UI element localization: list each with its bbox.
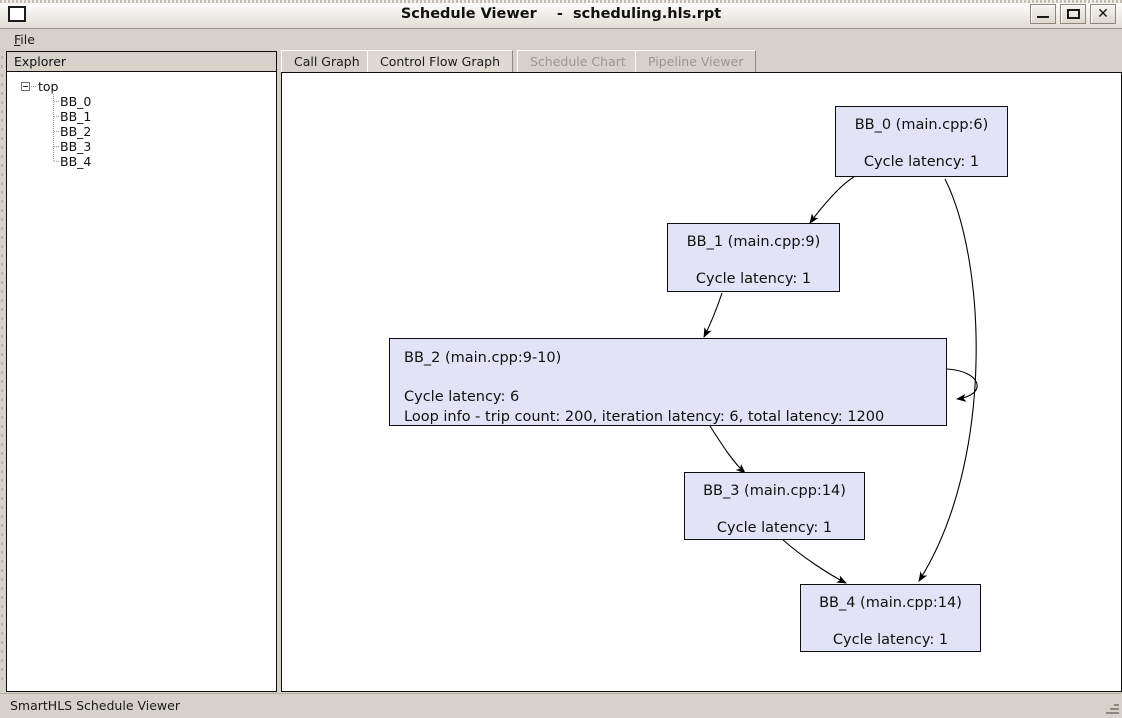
control-flow-graph-canvas[interactable]: BB_0 (main.cpp:6) Cycle latency: 1 BB_1 …	[281, 72, 1122, 692]
graph-node-title: BB_2 (main.cpp:9-10)	[404, 350, 562, 366]
menu-item-file[interactable]: File	[14, 32, 35, 47]
graph-node-title: BB_4 (main.cpp:14)	[819, 595, 962, 611]
status-bar-text: SmartHLS Schedule Viewer	[10, 698, 180, 713]
graph-node-latency: Cycle latency: 1	[863, 153, 980, 170]
graph-node-bb-2[interactable]: BB_2 (main.cpp:9-10) Cycle latency: 6 Lo…	[389, 338, 947, 426]
edge-bb0-bb1	[809, 176, 855, 224]
tree-expander-icon[interactable]	[21, 82, 30, 91]
graph-node-latency: Cycle latency: 1	[695, 270, 812, 287]
graph-viewport: BB_0 (main.cpp:6) Cycle latency: 1 BB_1 …	[282, 73, 1121, 691]
close-icon: ✕	[1097, 6, 1109, 22]
tree-item-bb-2[interactable]: BB_2	[7, 124, 276, 139]
window-controls: ✕	[1030, 4, 1116, 24]
titlebar-texture	[0, 0, 1122, 3]
graph-node-bb-1[interactable]: BB_1 (main.cpp:9) Cycle latency: 1	[667, 223, 840, 292]
tab-schedule-chart[interactable]: Schedule Chart	[517, 50, 639, 72]
tree-item-bb-1[interactable]: BB_1	[7, 109, 276, 124]
tree-children: BB_0 BB_1 BB_2 BB_3 BB_4	[7, 94, 276, 169]
window-titlebar: Schedule Viewer - scheduling.hls.rpt ✕	[0, 0, 1122, 29]
tree-item-label: BB_2	[60, 124, 92, 139]
close-button[interactable]: ✕	[1090, 4, 1116, 24]
tree-item-label: BB_0	[60, 94, 92, 109]
edge-bb0-bb4	[918, 178, 977, 582]
tree-item-bb-4[interactable]: BB_4	[7, 154, 276, 169]
tree-item-label: BB_4	[60, 154, 92, 169]
edge-bb2-bb3	[709, 425, 746, 474]
tree-connector	[54, 101, 59, 102]
minimize-button[interactable]	[1030, 4, 1056, 24]
graph-node-latency: Cycle latency: 1	[832, 631, 949, 648]
graph-node-bb-0[interactable]: BB_0 (main.cpp:6) Cycle latency: 1	[835, 106, 1008, 177]
graph-node-bb-4[interactable]: BB_4 (main.cpp:14) Cycle latency: 1	[800, 584, 981, 652]
maximize-button[interactable]	[1060, 4, 1086, 24]
tree-connector	[54, 116, 59, 117]
tab-strip: Call Graph Control Flow Graph Schedule C…	[281, 50, 1122, 72]
graph-edges	[703, 176, 978, 584]
tree-item-bb-3[interactable]: BB_3	[7, 139, 276, 154]
tree-item-top[interactable]: top	[7, 79, 276, 94]
tree-item-label: top	[38, 79, 59, 94]
minimize-icon	[1037, 16, 1049, 18]
tree-connector	[54, 146, 59, 147]
explorer-tree: top BB_0 BB_1 BB_2 BB_3	[7, 73, 276, 169]
menubar: File	[0, 29, 1122, 48]
window-title: Schedule Viewer - scheduling.hls.rpt	[400, 6, 722, 22]
explorer-header: Explorer	[7, 52, 276, 72]
tree-item-label: BB_3	[60, 139, 92, 154]
tree-item-label: BB_1	[60, 109, 92, 124]
application-icon	[8, 6, 26, 22]
explorer-panel: Explorer top BB_0 BB_1 BB_2	[6, 51, 277, 692]
tree-connector	[31, 86, 37, 87]
status-bar: SmartHLS Schedule Viewer	[0, 693, 1122, 718]
window-left-edge	[0, 48, 6, 692]
graph-node-loop-info: Loop info - trip count: 200, iteration l…	[404, 409, 885, 425]
graph-node-bb-3[interactable]: BB_3 (main.cpp:14) Cycle latency: 1	[684, 472, 865, 540]
edge-bb3-bb4	[781, 538, 847, 584]
edge-bb1-bb2	[703, 292, 723, 338]
edge-bb2-bb2-selfloop	[946, 368, 978, 402]
graph-node-latency: Cycle latency: 6	[404, 388, 520, 405]
tab-pipeline-viewer[interactable]: Pipeline Viewer	[635, 50, 757, 72]
tree-connector	[54, 161, 59, 162]
graph-node-title: BB_1 (main.cpp:9)	[686, 234, 821, 250]
tab-call-graph[interactable]: Call Graph	[281, 50, 373, 72]
tree-item-bb-0[interactable]: BB_0	[7, 94, 276, 109]
graph-node-latency: Cycle latency: 1	[716, 519, 833, 536]
tree-connector	[54, 131, 59, 132]
graph-node-title: BB_3 (main.cpp:14)	[703, 483, 846, 499]
tab-control-flow-graph[interactable]: Control Flow Graph	[367, 50, 514, 72]
tree-vertical-line	[53, 94, 54, 162]
graph-node-title: BB_0 (main.cpp:6)	[854, 117, 989, 133]
resize-grip-icon[interactable]	[1105, 701, 1119, 715]
maximize-icon	[1067, 9, 1080, 19]
